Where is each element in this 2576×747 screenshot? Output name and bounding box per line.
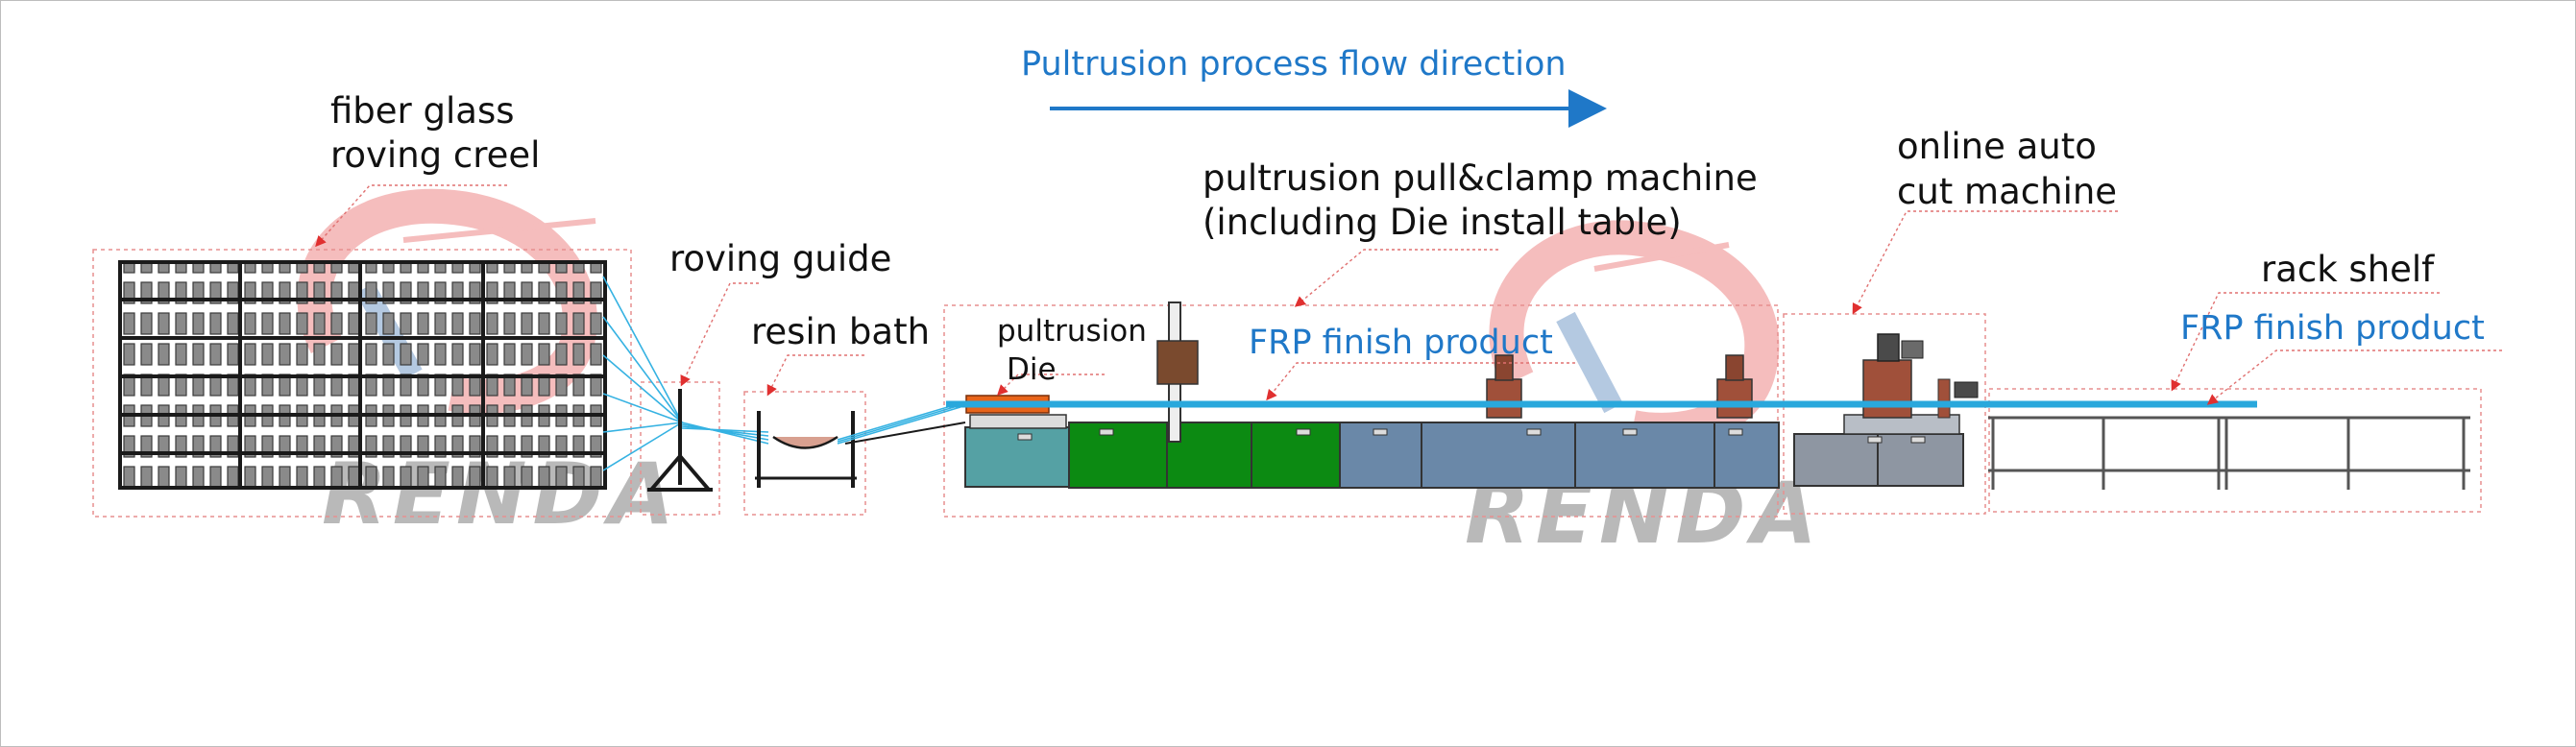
- label-puller-line1: pultrusion pull&clamp machine: [1203, 157, 1758, 199]
- label-frp-product-2: FRP finish product: [2180, 309, 2485, 348]
- rack-shelf: [1988, 416, 2470, 490]
- puller-outline: [943, 304, 1779, 518]
- leader-puller: [1294, 249, 1498, 307]
- rack-outline: [1988, 388, 2482, 513]
- label-cutter-line2: cut machine: [1897, 171, 2117, 212]
- resin-bath: [755, 411, 857, 488]
- cutter-outline: [1783, 313, 1986, 515]
- leader-creel: [315, 184, 507, 248]
- label-creel-line2: roving creel: [330, 134, 540, 176]
- resin-bath-outline: [743, 391, 866, 516]
- label-frp-product-1: FRP finish product: [1249, 324, 1553, 362]
- label-die-line1: pultrusion: [997, 314, 1147, 349]
- label-rack-shelf: rack shelf: [2261, 249, 2435, 290]
- pultrusion-machine: [964, 301, 1780, 489]
- label-puller-line2: (including Die install table): [1203, 202, 1682, 243]
- creel-outline: [92, 249, 632, 518]
- fiber-strands-guide: [681, 422, 769, 445]
- auto-cut-machine: [1793, 333, 1979, 487]
- leader-die: [997, 374, 1105, 396]
- label-roving-guide: roving guide: [669, 238, 891, 279]
- leader-guide: [680, 282, 759, 387]
- label-die-line2: Die: [1007, 352, 1057, 387]
- roving-creel: [118, 260, 607, 490]
- leader-bath: [766, 354, 864, 397]
- label-resin-bath: resin bath: [751, 311, 930, 352]
- label-creel-line1: fiber glass: [330, 90, 515, 132]
- leader-product-1: [1266, 362, 1575, 401]
- fiber-strands-creel: [602, 276, 683, 471]
- watermark-logo-2: [1489, 220, 1780, 447]
- fiber-strands-bath: [837, 402, 961, 445]
- leader-cutter: [1852, 210, 2118, 315]
- label-cutter-line1: online auto: [1897, 126, 2097, 167]
- roving-guide: [647, 389, 713, 492]
- leader-product-2: [2206, 349, 2502, 405]
- leader-rack: [2171, 292, 2440, 392]
- flow-title: Pultrusion process flow direction: [1021, 45, 1567, 84]
